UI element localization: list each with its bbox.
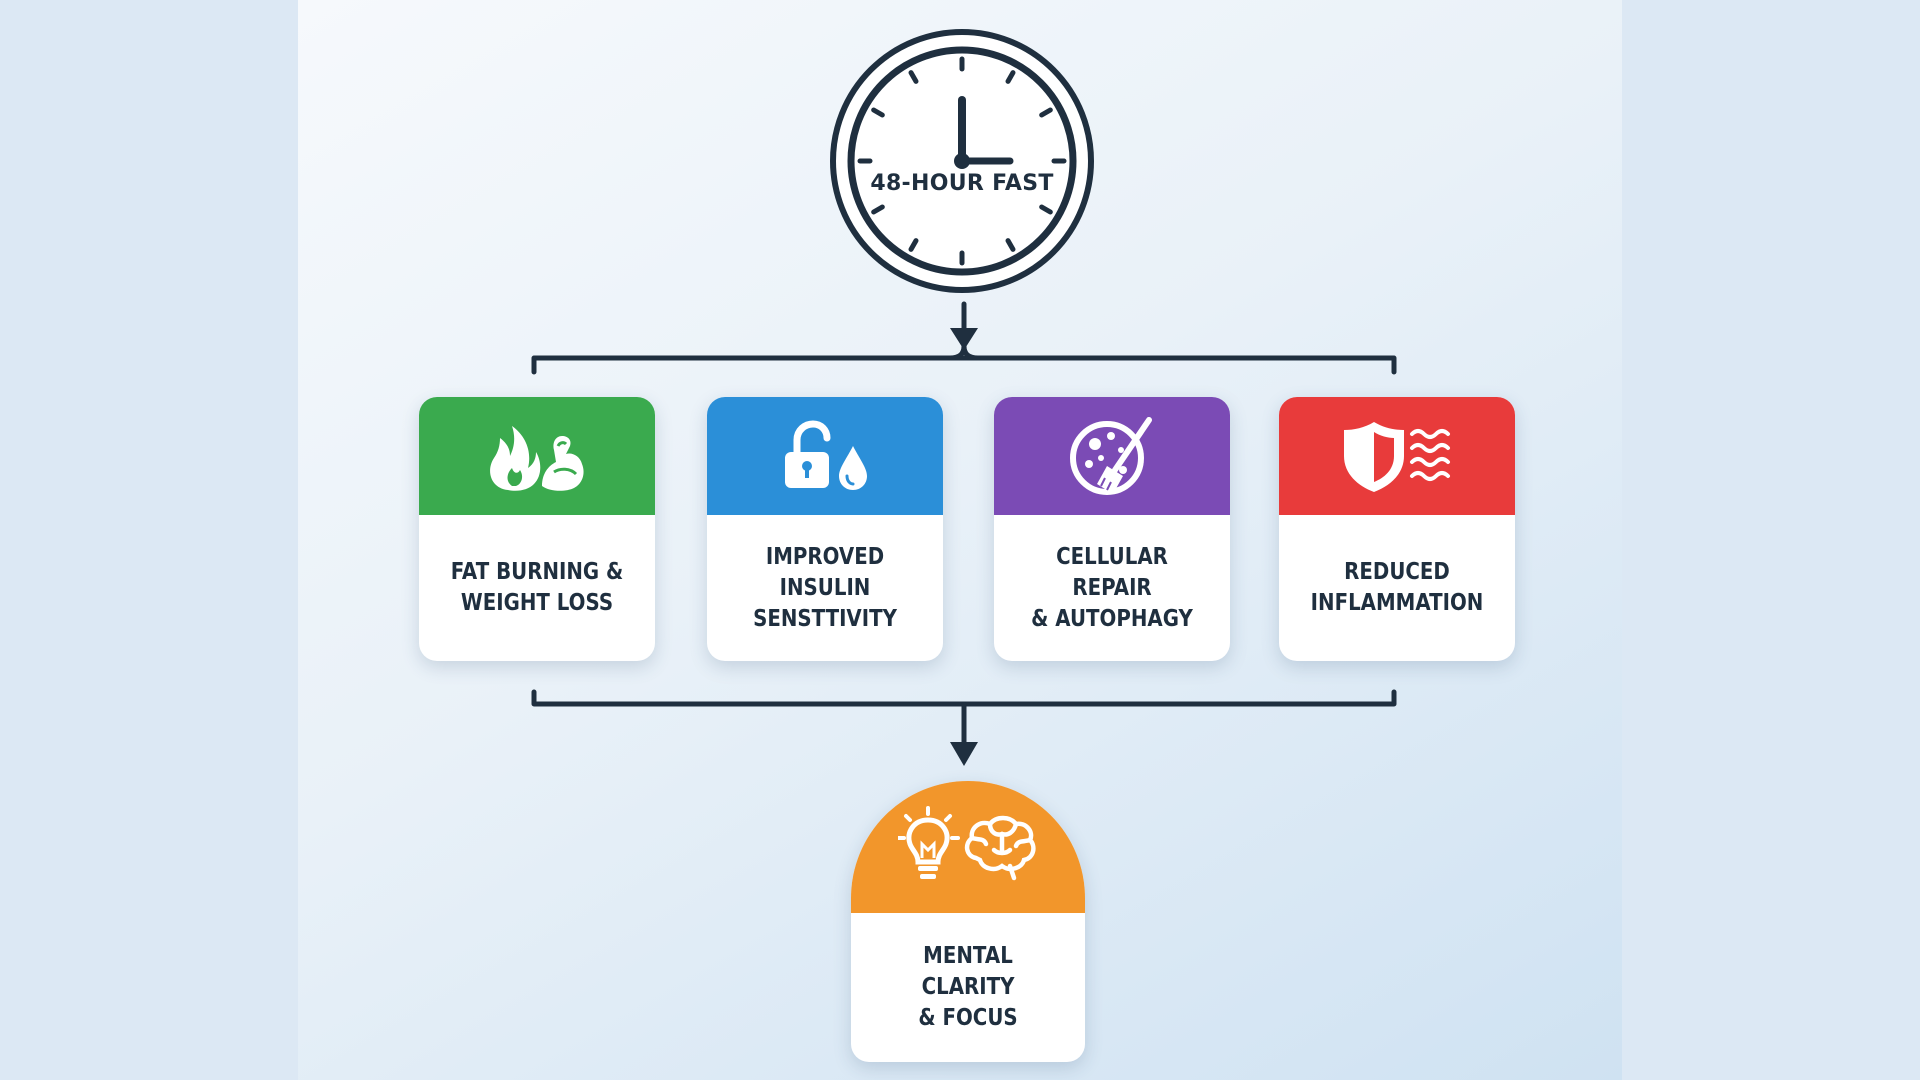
card-header (994, 397, 1230, 515)
top-arrowhead (950, 328, 978, 350)
card-header (1279, 397, 1515, 515)
benefit-label: REDUCED INFLAMMATION (1310, 559, 1484, 616)
flexed-bicep-icon (542, 436, 584, 491)
shield-waves-icon (1344, 422, 1450, 492)
heat-waves-icon (1410, 429, 1450, 481)
diagram-canvas: 48-HOUR FAST FAT BURNING & WEIGHT LOSS (298, 0, 1622, 1080)
clock-tick (1039, 107, 1053, 118)
right-margin-panel (1622, 0, 1920, 1080)
benefit-card-insulin: IMPROVED INSULIN SENSTTIVITY (707, 397, 943, 661)
outcome-card-mental-clarity: MENTAL CLARITY & FOCUS (851, 781, 1085, 1062)
bottom-arrowhead (950, 742, 978, 766)
lightbulb-brain-icon (898, 806, 1036, 881)
benefit-card-fat-burning: FAT BURNING & WEIGHT LOSS (419, 397, 655, 661)
clock-tick (1039, 204, 1053, 215)
connector-lines (531, 301, 1397, 766)
outcome-label: MENTAL CLARITY & FOCUS (918, 943, 1018, 1031)
flame-bicep-icon (490, 426, 584, 491)
brain-icon (964, 815, 1036, 881)
fast-title: 48-HOUR FAST (870, 171, 1054, 196)
clock-tick (908, 70, 919, 84)
padlock-drop-icon (785, 420, 867, 490)
clock-tick (1005, 238, 1016, 252)
benefit-label: FAT BURNING & WEIGHT LOSS (450, 559, 624, 616)
flame-icon (490, 426, 541, 491)
card-header (419, 397, 655, 515)
clock-tick (871, 204, 885, 215)
clock-tick (1005, 70, 1016, 84)
clock-icon (830, 29, 1094, 293)
clock-tick (871, 107, 885, 118)
benefit-card-cellular-repair: CELLULAR REPAIR & AUTOPHAGY (994, 397, 1230, 661)
clock-tick (908, 238, 919, 252)
benefit-label: IMPROVED INSULIN SENSTTIVITY (753, 543, 897, 632)
benefit-card-inflammation: REDUCED INFLAMMATION (1279, 397, 1515, 661)
lightbulb-icon (898, 806, 960, 879)
unlocked-padlock-icon (785, 420, 831, 488)
left-margin-panel (0, 0, 298, 1080)
cell-with-broom-icon (1070, 417, 1152, 495)
benefit-label: CELLULAR REPAIR & AUTOPHAGY (1031, 543, 1193, 632)
top-bracket-line (531, 355, 1397, 375)
card-header (707, 397, 943, 515)
